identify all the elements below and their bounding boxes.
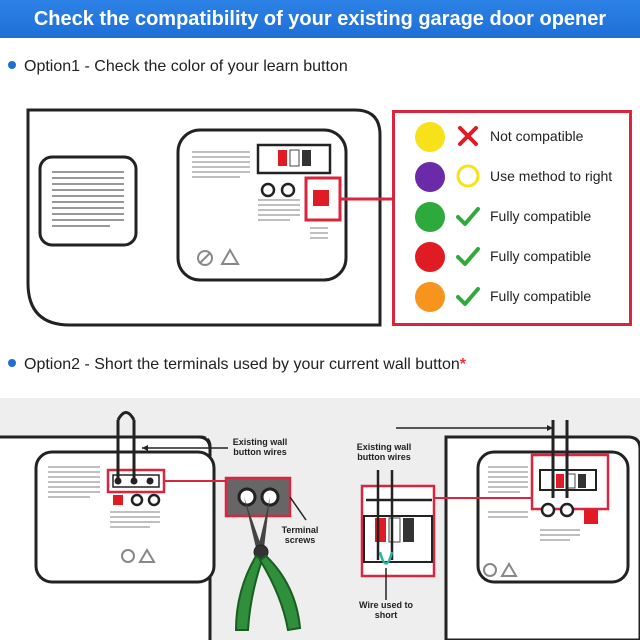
compatibility-legend: Not compatible Use method to right Fully… — [392, 110, 632, 326]
option2-label: Option2 - Short the terminals used by yo… — [24, 356, 460, 373]
pliers-icon — [234, 497, 302, 632]
check-mark-icon — [456, 287, 480, 306]
short-wire-label: Wire used to short — [359, 600, 413, 620]
terminal-red — [278, 150, 287, 166]
check-mark-icon — [456, 207, 480, 226]
legend-label: Fully compatible — [490, 288, 592, 304]
x-mark-icon — [458, 126, 478, 146]
option1-heading: Option1 - Check the color of your learn … — [8, 58, 348, 76]
color-swatch-orange — [415, 282, 445, 312]
circle-outline-icon — [456, 164, 480, 188]
screw-1 — [260, 182, 276, 198]
terminal-white — [289, 149, 300, 167]
bullet-icon — [8, 60, 16, 69]
legend-label: Fully compatible — [490, 248, 592, 264]
color-swatch-red — [415, 242, 445, 272]
asterisk-mark: * — [459, 356, 467, 373]
terminal-zoom — [224, 476, 292, 518]
panel-text-lines — [192, 151, 328, 239]
legend-label: Use method to right — [490, 168, 613, 184]
label-text-lines — [52, 171, 124, 227]
left-learn-button — [113, 495, 123, 505]
legend-row: Not compatible — [395, 121, 629, 152]
learn-button — [313, 190, 329, 206]
legend-row: Fully compatible — [395, 241, 629, 272]
terminal-black — [302, 150, 311, 166]
left-wires-label: Existing wall button wires — [232, 437, 288, 457]
legend-row: Use method to right — [395, 161, 629, 192]
short-wire — [378, 551, 394, 565]
check-mark-icon — [456, 247, 480, 266]
legend-label: Not compatible — [490, 128, 584, 144]
warning-icon — [220, 247, 240, 265]
screw-2 — [280, 182, 296, 198]
terminal-screws-label: Terminal screws — [281, 525, 319, 545]
bullet-icon — [8, 358, 16, 367]
legend-row: Fully compatible — [395, 281, 629, 312]
color-swatch-yellow — [415, 122, 445, 152]
header-title: Check the compatibility of your existing… — [33, 8, 607, 30]
option1-label: Option1 - Check the color of your learn … — [24, 58, 348, 75]
color-swatch-green — [415, 202, 445, 232]
right-wires-label: Existing wall button wires — [356, 442, 412, 462]
option2-heading: Option2 - Short the terminals used by yo… — [8, 356, 466, 374]
legend-label: Fully compatible — [490, 208, 592, 224]
color-swatch-purple — [415, 162, 445, 192]
right-learn-button — [584, 510, 598, 524]
prohibited-icon — [197, 250, 213, 266]
header-banner: Check the compatibility of your existing… — [0, 0, 640, 38]
legend-row: Fully compatible — [395, 201, 629, 232]
